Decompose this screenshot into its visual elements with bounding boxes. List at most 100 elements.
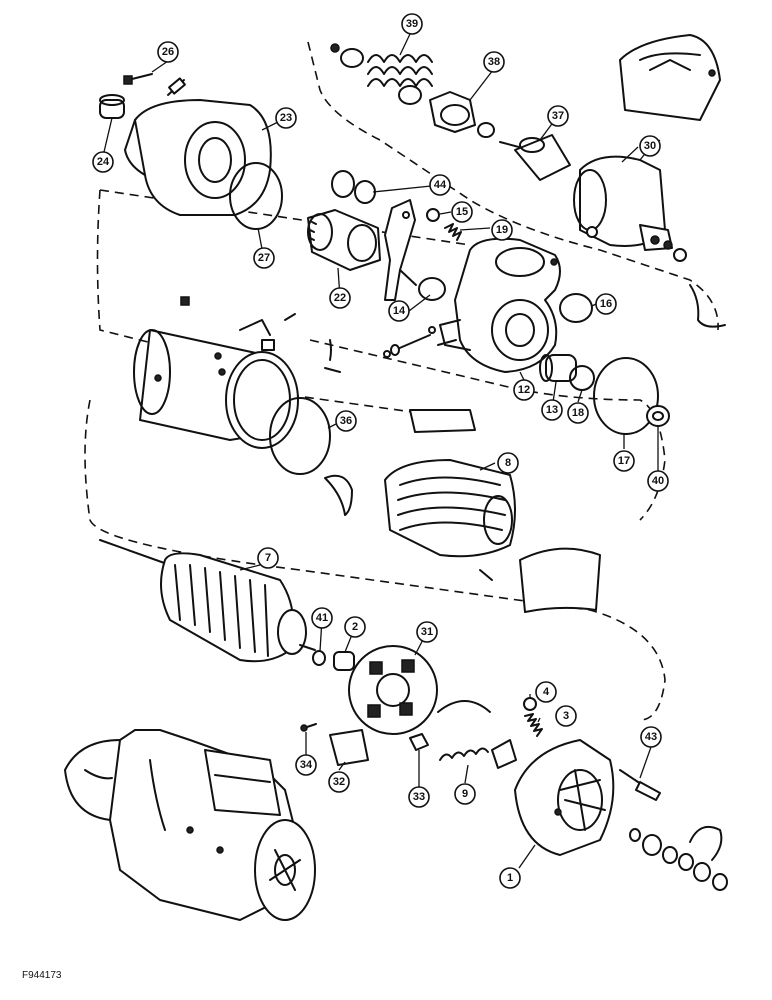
callout-44: 44 (429, 174, 451, 196)
nut-33 (409, 733, 429, 751)
svg-text:24: 24 (97, 156, 110, 168)
svg-text:12: 12 (518, 384, 530, 396)
svg-text:32: 32 (333, 776, 345, 788)
svg-text:27: 27 (258, 252, 270, 264)
svg-text:44: 44 (434, 179, 447, 191)
callout-12: 12 (513, 379, 535, 401)
bushing-24 (99, 94, 125, 119)
pole-shoe (519, 547, 601, 613)
plunger-group-39-38-37 (330, 43, 571, 181)
svg-text:43: 43 (645, 731, 657, 743)
solenoid-cover (619, 34, 721, 121)
svg-text:33: 33 (413, 791, 425, 803)
callout-39: 39 (401, 13, 423, 35)
washer-14 (418, 277, 446, 301)
assembled-starter (64, 729, 316, 921)
svg-text:19: 19 (496, 224, 508, 236)
callout-31: 31 (416, 621, 438, 643)
svg-text:2: 2 (352, 621, 358, 633)
callout-13: 13 (541, 399, 563, 421)
callout-14: 14 (388, 300, 410, 322)
callout-17: 17 (613, 450, 635, 472)
spring-19 (444, 223, 462, 241)
svg-text:9: 9 (462, 788, 468, 800)
end-cover-1 (514, 739, 615, 856)
callout-33: 33 (408, 786, 430, 808)
callout-34: 34 (295, 754, 317, 776)
callout-18: 18 (567, 402, 589, 424)
svg-text:8: 8 (505, 457, 511, 469)
callout-7: 7 (257, 547, 279, 569)
screw-34 (300, 723, 317, 732)
svg-text:14: 14 (393, 305, 406, 317)
callout-36: 36 (335, 410, 357, 432)
svg-text:3: 3 (563, 710, 569, 722)
svg-text:26: 26 (162, 46, 174, 58)
figure-code: F944173 (22, 970, 62, 981)
frame-housing (133, 296, 341, 449)
callout-41: 41 (311, 607, 333, 629)
svg-text:1: 1 (507, 872, 513, 884)
callout-30: 30 (639, 135, 661, 157)
svg-text:4: 4 (543, 686, 550, 698)
callout-37: 37 (547, 105, 569, 127)
callout-22: 22 (329, 287, 351, 309)
callout-27: 27 (253, 247, 275, 269)
ball-4 (523, 697, 537, 711)
callout-26: 26 (157, 41, 179, 63)
brush-spring-32 (329, 729, 369, 766)
washer-40 (646, 405, 670, 427)
svg-text:39: 39 (406, 18, 418, 30)
callout-23: 23 (275, 107, 297, 129)
callout-15: 15 (451, 201, 473, 223)
svg-text:38: 38 (488, 56, 500, 68)
spring-3 (524, 713, 543, 737)
washer-41 (312, 650, 326, 666)
callout-1: 1 (499, 867, 521, 889)
wire-clip (689, 284, 726, 328)
solenoid-30 (573, 139, 687, 262)
callout-19: 19 (491, 219, 513, 241)
svg-text:34: 34 (300, 759, 313, 771)
screws-26 (123, 73, 186, 96)
callout-43: 43 (640, 726, 662, 748)
svg-text:37: 37 (552, 110, 564, 122)
svg-text:23: 23 (280, 112, 292, 124)
brush-holder-31 (348, 645, 438, 735)
shaft-pin (383, 326, 457, 358)
svg-text:30: 30 (644, 140, 656, 152)
svg-text:36: 36 (340, 415, 352, 427)
callout-16: 16 (595, 293, 617, 315)
field-coil-8 (384, 409, 516, 581)
callout-24: 24 (92, 151, 114, 173)
callout-38: 38 (483, 51, 505, 73)
svg-text:18: 18 (572, 407, 584, 419)
armature-7 (99, 539, 316, 663)
svg-text:13: 13 (546, 404, 558, 416)
callout-8: 8 (497, 452, 519, 474)
svg-text:41: 41 (316, 612, 328, 624)
drive-pinion-22 (307, 170, 381, 271)
stud-43 (619, 769, 661, 801)
leader-lines (103, 33, 659, 869)
callout-9: 9 (454, 783, 476, 805)
ball-15 (426, 208, 440, 222)
o-ring-17 (593, 357, 659, 435)
o-ring-16 (559, 293, 593, 323)
shim-crescent (324, 474, 353, 516)
callout-32: 32 (328, 771, 350, 793)
svg-text:15: 15 (456, 206, 468, 218)
callout-2: 2 (344, 616, 366, 638)
svg-text:31: 31 (421, 626, 433, 638)
svg-text:17: 17 (618, 455, 630, 467)
callout-40: 40 (647, 470, 669, 492)
spring-9 (437, 700, 517, 769)
callout-4: 4 (535, 681, 557, 703)
intermediate-housing-12 (439, 237, 561, 373)
svg-text:7: 7 (265, 552, 271, 564)
callout-3: 3 (555, 705, 577, 727)
o-ring-36 (269, 397, 331, 475)
svg-text:22: 22 (334, 292, 346, 304)
drive-housing-23 (124, 99, 272, 216)
